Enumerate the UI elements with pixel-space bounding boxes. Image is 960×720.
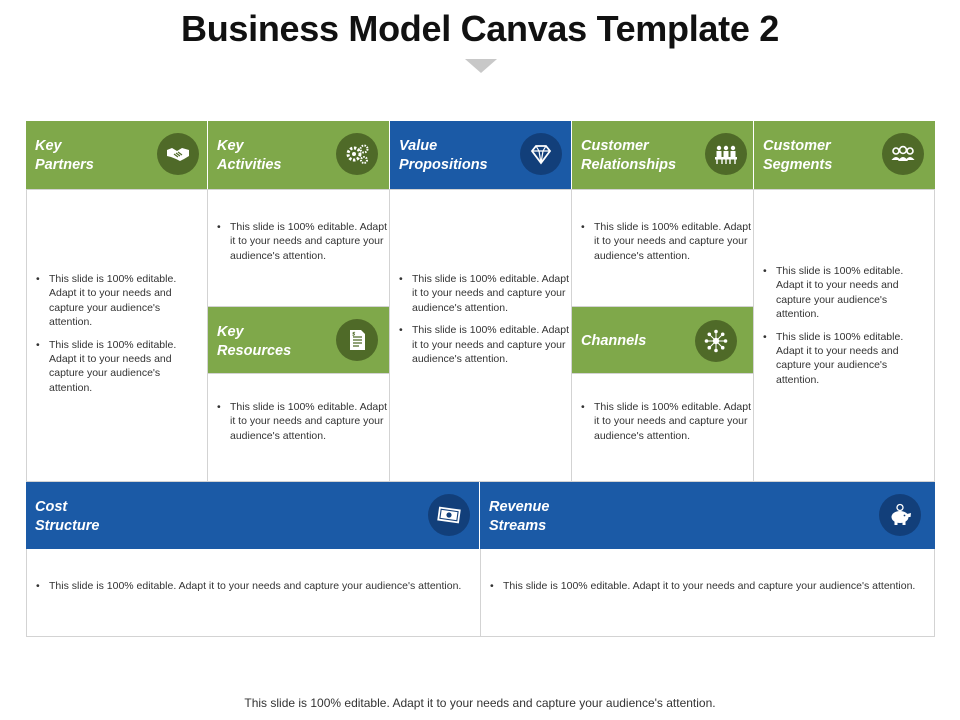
gears-icon — [336, 133, 378, 175]
list-item: This slide is 100% editable. Adapt it to… — [576, 220, 751, 263]
key-resources-label: Key Resources — [217, 324, 292, 359]
cost-structure-label: Cost Structure — [35, 499, 100, 534]
list-item: This slide is 100% editable. Adapt it to… — [212, 400, 387, 443]
value-propositions-label: Value Propositions — [399, 138, 488, 173]
people-group-icon — [882, 133, 924, 175]
list-item: This slide is 100% editable. Adapt it to… — [31, 338, 205, 396]
customer-segments-content: This slide is 100% editable. Adapt it to… — [753, 189, 935, 482]
header-customer-relationships[interactable]: Customer Relationships — [572, 121, 753, 189]
svg-text:$: $ — [352, 332, 356, 338]
list-item: This slide is 100% editable. Adapt it to… — [31, 579, 476, 594]
customer-segments-label: Customer Segments — [763, 138, 833, 173]
list-item: This slide is 100% editable. Adapt it to… — [394, 272, 569, 315]
customer-relationships-label: Customer Relationships — [581, 138, 677, 173]
meeting-icon — [705, 133, 747, 175]
list-item: This slide is 100% editable. Adapt it to… — [31, 272, 205, 330]
list-item: This slide is 100% editable. Adapt it to… — [576, 400, 751, 443]
list-item: This slide is 100% editable. Adapt it to… — [485, 579, 932, 594]
key-partners-list: This slide is 100% editable. Adapt it to… — [31, 272, 205, 403]
cost-structure-content: This slide is 100% editable. Adapt it to… — [26, 549, 481, 637]
key-activities-list: This slide is 100% editable. Adapt it to… — [212, 220, 387, 271]
customer-relationships-list: This slide is 100% editable. Adapt it to… — [576, 220, 751, 271]
cost-structure-list: This slide is 100% editable. Adapt it to… — [31, 579, 476, 601]
list-item: This slide is 100% editable. Adapt it to… — [394, 323, 569, 366]
key-resources-content: This slide is 100% editable. Adapt it to… — [207, 373, 390, 482]
channels-list: This slide is 100% editable. Adapt it to… — [576, 400, 751, 451]
network-icon — [695, 320, 737, 362]
handshake-icon — [157, 133, 199, 175]
diamond-icon — [520, 133, 562, 175]
list-item: This slide is 100% editable. Adapt it to… — [212, 220, 387, 263]
header-cost-structure[interactable]: Cost Structure — [26, 482, 479, 549]
revenue-streams-label: Revenue Streams — [489, 499, 550, 534]
key-activities-label: Key Activities — [217, 138, 282, 173]
header-value-propositions[interactable]: Value Propositions — [390, 121, 571, 189]
revenue-streams-content: This slide is 100% editable. Adapt it to… — [480, 549, 935, 637]
piggy-bank-icon — [879, 494, 921, 536]
customer-relationships-content: This slide is 100% editable. Adapt it to… — [571, 189, 754, 307]
value-propositions-content: This slide is 100% editable. Adapt it to… — [389, 189, 572, 482]
document-icon: $ — [336, 319, 378, 361]
value-propositions-list: This slide is 100% editable. Adapt it to… — [394, 272, 569, 374]
customer-segments-list: This slide is 100% editable. Adapt it to… — [758, 264, 932, 395]
money-icon — [428, 494, 470, 536]
key-partners-label: Key Partners — [35, 138, 94, 173]
header-channels[interactable]: Channels — [572, 307, 753, 373]
list-item: This slide is 100% editable. Adapt it to… — [758, 264, 932, 322]
channels-label: Channels — [581, 333, 647, 349]
key-partners-content: This slide is 100% editable. Adapt it to… — [26, 189, 208, 482]
page-title: Business Model Canvas Template 2 — [181, 8, 779, 49]
list-item: This slide is 100% editable. Adapt it to… — [758, 330, 932, 388]
header-customer-segments[interactable]: Customer Segments — [754, 121, 935, 189]
key-resources-list: This slide is 100% editable. Adapt it to… — [212, 400, 387, 451]
header-key-partners[interactable]: Key Partners — [26, 121, 207, 189]
header-key-activities[interactable]: Key Activities — [208, 121, 389, 189]
channels-content: This slide is 100% editable. Adapt it to… — [571, 373, 754, 482]
title-caret — [465, 59, 497, 73]
key-activities-content: This slide is 100% editable. Adapt it to… — [207, 189, 390, 307]
footer-note: This slide is 100% editable. Adapt it to… — [244, 696, 716, 710]
header-key-resources[interactable]: Key Resources $ — [208, 307, 389, 373]
revenue-streams-list: This slide is 100% editable. Adapt it to… — [485, 579, 932, 601]
header-revenue-streams[interactable]: Revenue Streams — [480, 482, 935, 549]
